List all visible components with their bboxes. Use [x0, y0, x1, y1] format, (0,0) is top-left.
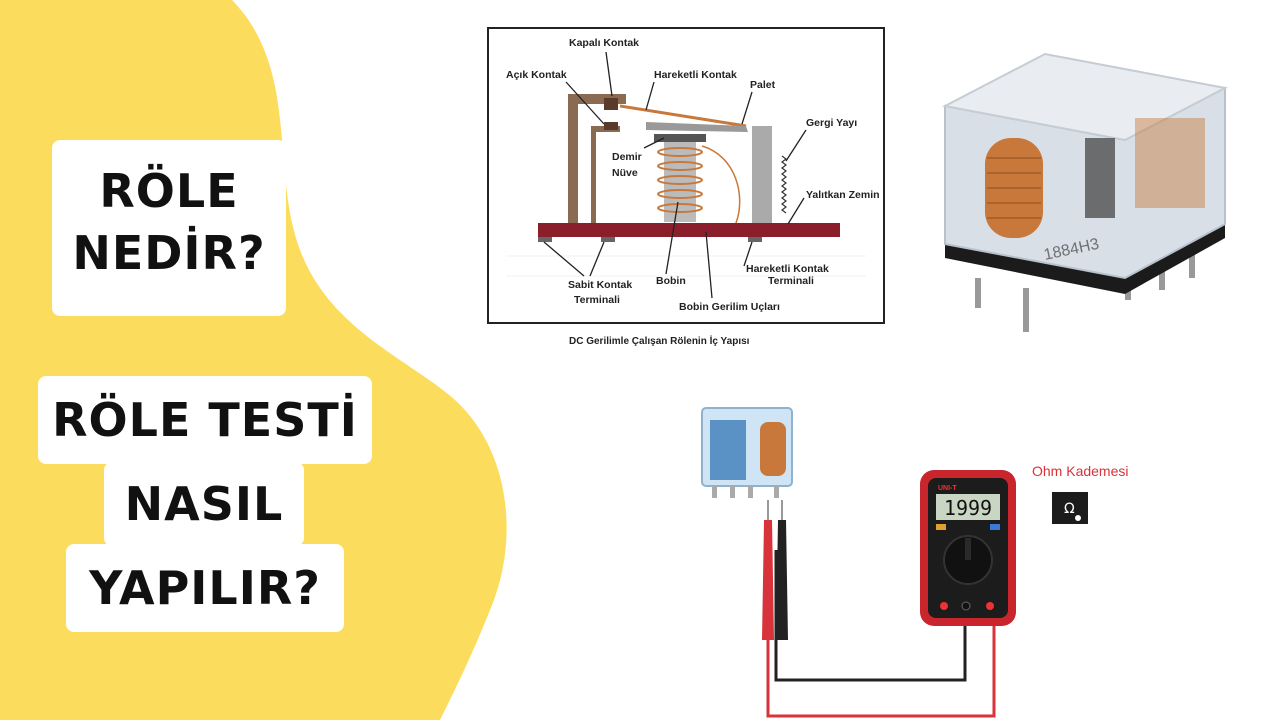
label-gergi-yayi: Gergi Yayı [806, 117, 857, 129]
coil-bobin [657, 147, 703, 213]
ohm-callout: Ohm Kademesi [1032, 463, 1128, 479]
label-palet: Palet [750, 79, 776, 91]
title-line: RÖLE TESTİ [52, 393, 358, 447]
terminal [601, 237, 615, 242]
label-hareketli-terminali: Terminali [768, 275, 814, 287]
label-terminali: Terminali [574, 294, 620, 306]
fixed-contact-frame [568, 94, 626, 223]
multimeter-test-setup: UNI-T 1999 Ohm Kademesi Ω [701, 407, 1128, 718]
black-probe [776, 520, 788, 640]
title-line: RÖLE [99, 164, 239, 218]
iron-core [664, 142, 696, 222]
label-hareketli-kontak: Hareketli Kontak [654, 69, 737, 81]
open-contact [604, 122, 618, 130]
title-box-role-nedir: RÖLE NEDİR? [52, 140, 286, 316]
label-demir: Demir [612, 151, 642, 163]
relay-base [945, 224, 1225, 294]
multimeter-reading: 1999 [944, 496, 992, 520]
relay-internal [1085, 138, 1115, 218]
open-contact-arm [591, 126, 620, 223]
black-wire [774, 550, 967, 682]
label-bobin: Bobin [656, 275, 686, 287]
label-kapali-kontak: Kapalı Kontak [569, 37, 639, 49]
diagram-caption: DC Gerilimle Çalışan Rölenin İç Yapısı [569, 334, 750, 347]
red-probe [762, 520, 774, 640]
relay-top [941, 52, 1229, 142]
iron-core-top [654, 134, 706, 142]
title-box-yapilir: YAPILIR? [66, 544, 344, 632]
ohm-icon: Ω [1064, 501, 1075, 517]
moving-contact [619, 104, 747, 128]
label-yalitkan-zemin: Yalıtkan Zemin [806, 189, 880, 201]
title-box-role-testi: RÖLE TESTİ [38, 376, 372, 464]
label-sabit-kontak: Sabit Kontak [568, 279, 632, 291]
diagram-frame [487, 27, 885, 324]
terminal [538, 237, 552, 242]
multimeter-brand: UNI-T [938, 485, 957, 492]
multimeter-display [936, 494, 1000, 520]
label-bobin-gerilim: Bobin Gerilim Uçları [679, 301, 780, 313]
insulating-base [538, 223, 840, 237]
title-line: NASIL [124, 477, 284, 531]
armature-palet [646, 122, 748, 132]
terminal [748, 237, 762, 242]
title-line: YAPILIR? [89, 561, 321, 615]
label-nuve: Nüve [612, 167, 638, 179]
ohm-symbol-box [1052, 492, 1088, 524]
relay-photo: 1884H3 [941, 52, 1229, 332]
label-acik-kontak: Açık Kontak [506, 69, 567, 81]
title-line: NEDİR? [72, 226, 266, 280]
relay-structure-diagram: Kapalı Kontak Açık Kontak Hareketli Kont… [487, 27, 885, 347]
spring [781, 155, 787, 214]
palet-post [752, 126, 772, 223]
label-hareketli-kontak-terminal: Hareketli Kontak [746, 263, 829, 275]
closed-contact [604, 98, 618, 110]
title-box-nasil: NASIL [104, 462, 304, 546]
small-relay [701, 407, 793, 498]
